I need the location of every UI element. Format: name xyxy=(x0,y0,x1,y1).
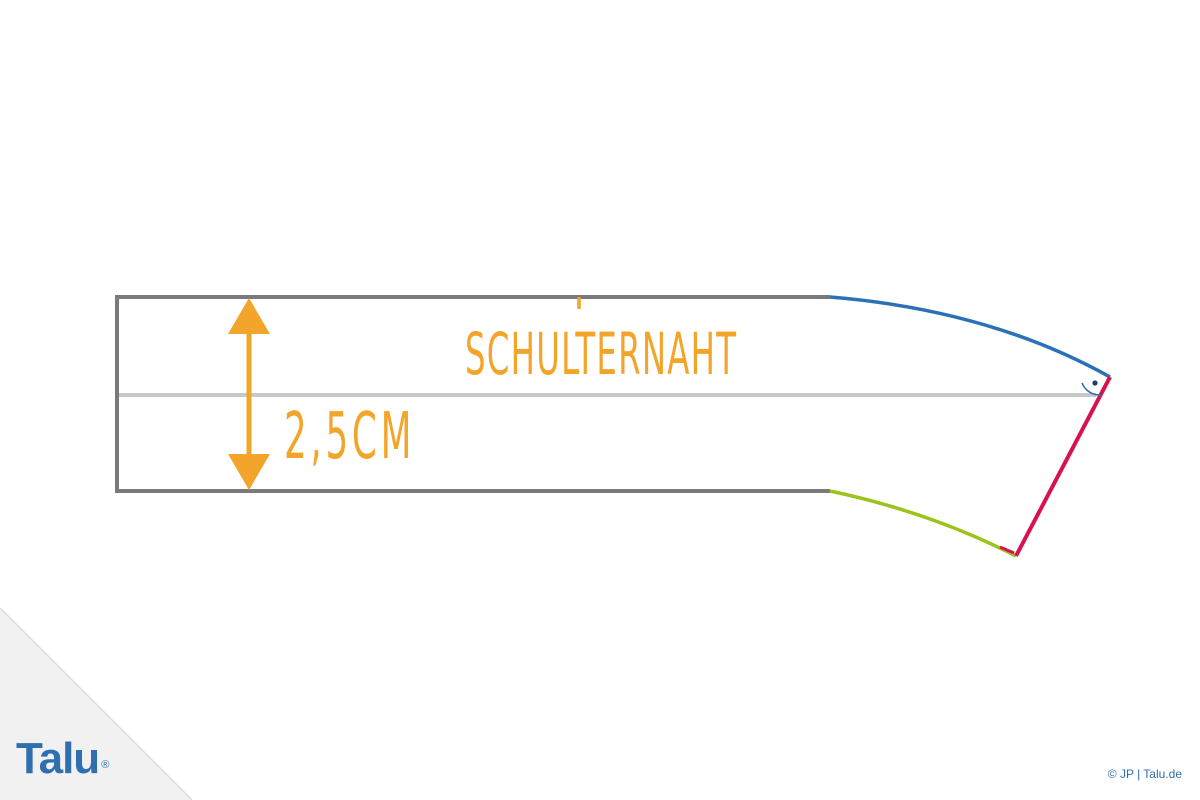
registered-mark: ® xyxy=(101,759,110,771)
upper-curve xyxy=(829,295,1111,379)
end-edge xyxy=(1014,376,1112,557)
corner-fold-edge xyxy=(0,607,193,800)
end-edge-tick xyxy=(999,545,1015,555)
width-arrow-head-down xyxy=(228,454,270,490)
pattern-outline xyxy=(115,295,830,493)
width-arrow-head-up xyxy=(228,298,270,334)
logo-text: Talu xyxy=(16,734,100,783)
right-angle-dot xyxy=(1092,380,1098,386)
lower-curve xyxy=(829,489,1017,558)
right-angle-marker xyxy=(1081,382,1102,396)
shoulder-seam-label: SCHULTERNAHT xyxy=(465,320,738,388)
copyright-notice: © JP | Talu.de xyxy=(1107,767,1182,781)
talu-logo[interactable]: Talu® xyxy=(16,734,110,784)
width-label: 2,5CM xyxy=(284,400,416,474)
